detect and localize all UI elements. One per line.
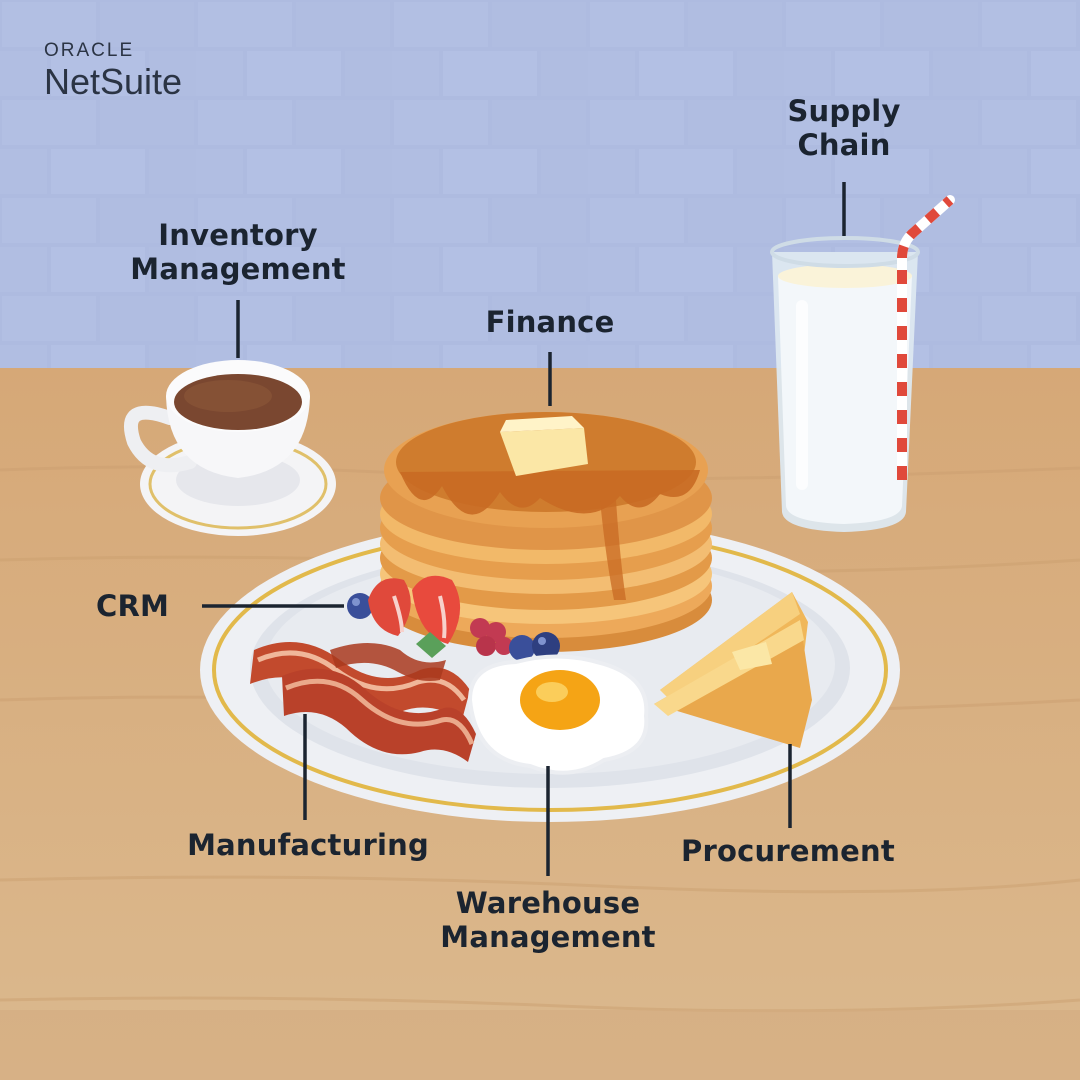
table-edge-band xyxy=(0,1010,1080,1080)
label-inventory-management: Inventory Management xyxy=(96,218,380,286)
label-finance-text: Finance xyxy=(485,305,615,339)
label-warehouse-line2: Management xyxy=(440,920,656,954)
label-finance: Finance xyxy=(450,305,650,339)
brand-company: ORACLE xyxy=(44,40,135,61)
label-supply-chain: Supply Chain xyxy=(744,94,944,162)
bacon-icon xyxy=(250,642,476,762)
label-procurement: Procurement xyxy=(660,834,916,868)
label-inventory-line1: Inventory xyxy=(158,218,318,252)
straw-icon xyxy=(897,195,955,480)
label-manufacturing: Manufacturing xyxy=(158,828,458,862)
berries-icon xyxy=(347,575,560,661)
fried-egg-icon xyxy=(467,654,649,775)
milk-glass-icon xyxy=(770,236,920,532)
brand-product: NetSuite xyxy=(44,61,183,102)
label-crm-text: CRM xyxy=(96,589,170,623)
label-procurement-text: Procurement xyxy=(681,834,895,868)
label-crm: CRM xyxy=(96,589,206,623)
label-inventory-line2: Management xyxy=(130,252,346,286)
connector-lines xyxy=(202,182,846,876)
label-supply-chain-line2: Chain xyxy=(797,128,891,162)
brand-logo: ORACLE NetSuite xyxy=(44,40,182,102)
label-warehouse-management: Warehouse Management xyxy=(410,886,686,954)
label-supply-chain-line1: Supply xyxy=(787,94,901,128)
pancake-stack-icon xyxy=(380,412,712,652)
label-manufacturing-text: Manufacturing xyxy=(187,828,429,862)
label-warehouse-line1: Warehouse xyxy=(455,886,641,920)
toast-icon xyxy=(654,592,812,748)
coffee-cup-icon xyxy=(123,360,336,536)
